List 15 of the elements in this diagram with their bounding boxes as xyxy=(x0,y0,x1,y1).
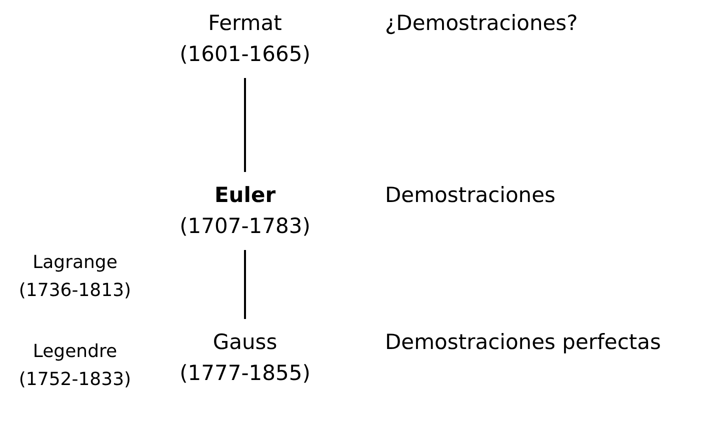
note-text: Demostraciones xyxy=(385,182,556,209)
note-text: Lagrange xyxy=(32,251,118,275)
note-text: (1736-1813) xyxy=(18,279,132,303)
years-text: (1707-1783) xyxy=(178,213,312,240)
connector-line xyxy=(244,78,246,172)
name-text: Fermat xyxy=(207,10,283,37)
note-text: Legendre xyxy=(32,340,118,364)
name-text: Euler xyxy=(213,182,277,209)
note-text: Demostraciones perfectas xyxy=(385,329,661,356)
years-text: (1777-1855) xyxy=(178,360,312,387)
years-text: (1601-1665) xyxy=(178,41,312,68)
note-text: ¿Demostraciones? xyxy=(385,10,578,37)
note-text: (1752-1833) xyxy=(18,368,132,392)
connector-line xyxy=(244,250,246,319)
name-text: Gauss xyxy=(212,329,278,356)
